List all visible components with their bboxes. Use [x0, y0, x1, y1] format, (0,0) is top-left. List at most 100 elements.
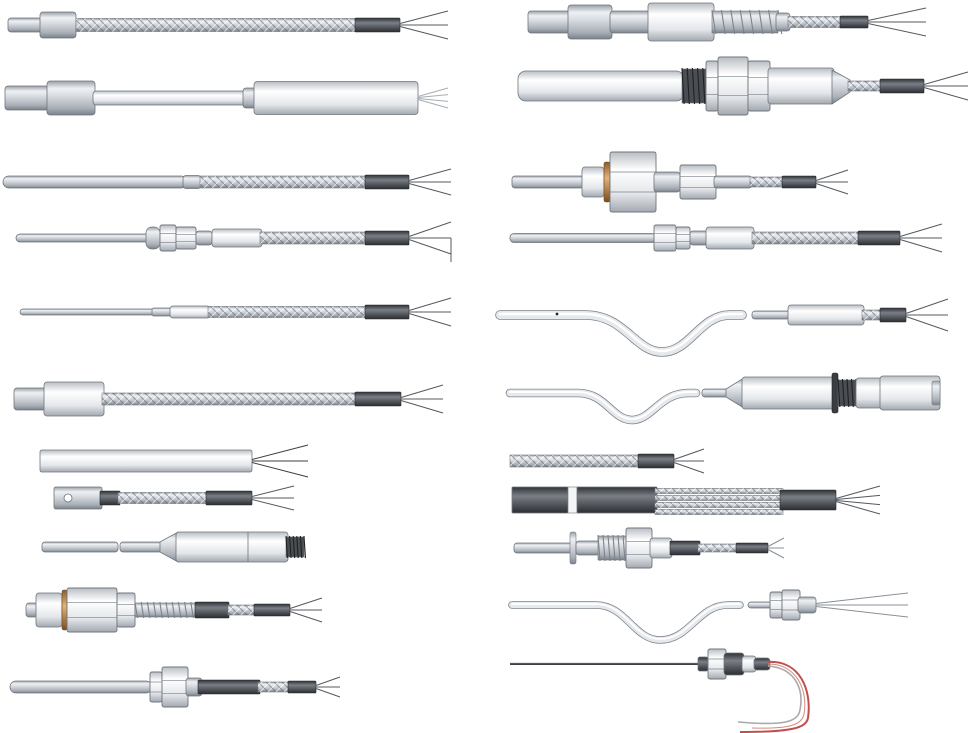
- shrink-sleeve: [879, 78, 925, 94]
- metal-body: [787, 304, 865, 326]
- metal-body: [211, 228, 263, 248]
- strain-relief-spring: [711, 9, 783, 35]
- lead-wires: [408, 168, 452, 196]
- shrink-sleeve: [857, 230, 901, 246]
- lead-wire: [400, 400, 444, 414]
- lead-wire: [673, 462, 705, 474]
- lead-wires: [289, 597, 323, 623]
- lead-wires: [835, 485, 881, 515]
- metal-body: [145, 226, 161, 250]
- strain-relief-spring: [837, 378, 859, 408]
- red-lead-wire-highlight: [751, 663, 806, 729]
- lead-wire: [905, 298, 949, 314]
- nut-body: [149, 671, 163, 703]
- metal-body: [43, 381, 105, 417]
- spring-coil: [681, 67, 685, 105]
- spring-coil: [299, 535, 303, 559]
- nut-body: [625, 527, 653, 569]
- taper-transition: [831, 69, 851, 105]
- spring-coil: [296, 535, 299, 559]
- metal-body: [39, 11, 77, 39]
- strain-relief-spring: [597, 534, 631, 562]
- spring-coil: [607, 534, 611, 562]
- lead-wire: [399, 26, 449, 40]
- red-lead-wires: [737, 660, 810, 733]
- label-band: [567, 486, 579, 514]
- bent-tube: [495, 310, 747, 357]
- shrink-sleeve: [194, 601, 230, 619]
- shrink-sleeve: [205, 490, 253, 506]
- metal-body: [751, 310, 793, 320]
- shrink-sleeve: [364, 174, 410, 190]
- probe-l6: [13, 381, 444, 417]
- metal-body: [9, 680, 153, 694]
- probe-r10: [508, 589, 909, 644]
- metal-body: [169, 305, 211, 319]
- hex-nut: [705, 60, 719, 112]
- tube-highlight: [508, 390, 698, 421]
- shrink-sleeve: [364, 230, 410, 246]
- metal-body: [567, 4, 613, 40]
- hex-nut: [717, 56, 749, 116]
- metal-body: [527, 10, 573, 34]
- tube-highlight: [511, 603, 741, 640]
- quad-braid-bundle: [654, 488, 784, 515]
- braid-weave: [200, 176, 368, 188]
- strain-relief-spring: [134, 601, 201, 619]
- metal-body: [92, 90, 246, 106]
- metal-body: [753, 657, 771, 671]
- lead-wire: [289, 597, 323, 609]
- metal-body: [511, 175, 585, 189]
- spring-coil: [171, 601, 176, 619]
- lead-wire: [251, 444, 309, 460]
- lead-wires: [905, 298, 949, 332]
- metal-body: [4, 85, 52, 111]
- spring-coil: [165, 601, 170, 619]
- braid-weave: [752, 232, 860, 244]
- flange-plate: [831, 372, 839, 414]
- metal-body: [195, 230, 213, 246]
- nut-body: [679, 164, 717, 200]
- braid-weave: [655, 502, 783, 508]
- metal-body: [689, 230, 709, 246]
- spring-coil: [597, 534, 601, 562]
- metal-body: [713, 175, 753, 189]
- lead-wires: [400, 384, 444, 414]
- lug-hole: [63, 493, 73, 503]
- spring-coil: [768, 9, 773, 35]
- braid-weave: [510, 455, 640, 467]
- metal-body: [509, 233, 657, 243]
- lead-wire: [815, 169, 849, 181]
- taper-transition: [159, 531, 179, 563]
- spring-coil: [146, 601, 151, 619]
- metal-body: [697, 656, 709, 672]
- grey-lead-wire: [737, 665, 802, 725]
- shrink-sleeve: [669, 540, 701, 556]
- ring-lug: [53, 486, 103, 510]
- metal-body: [13, 387, 49, 411]
- tube-highlight: [498, 312, 744, 353]
- hex-nut: [66, 587, 118, 633]
- spring-coil: [850, 378, 854, 408]
- spring-coil: [153, 601, 157, 619]
- lead-wires: [867, 7, 927, 37]
- lead-wire: [408, 168, 452, 181]
- taper-transition: [725, 377, 745, 409]
- flange-plate: [569, 531, 577, 565]
- metal-body: [2, 175, 188, 189]
- hex-nut: [679, 164, 717, 200]
- lead-wire: [835, 494, 881, 500]
- spring-coil: [622, 534, 626, 562]
- shrink-sleeve: [839, 15, 869, 29]
- shrink-sleeve: [253, 603, 291, 617]
- spring-coil: [702, 67, 706, 105]
- probe-r1: [527, 2, 927, 42]
- spring-coil: [184, 601, 188, 619]
- shrink-sleeve: [879, 307, 907, 323]
- spring-coil: [612, 534, 616, 562]
- lead-wires: [251, 444, 309, 478]
- braid-weave: [102, 393, 358, 405]
- braid-weave: [208, 306, 368, 318]
